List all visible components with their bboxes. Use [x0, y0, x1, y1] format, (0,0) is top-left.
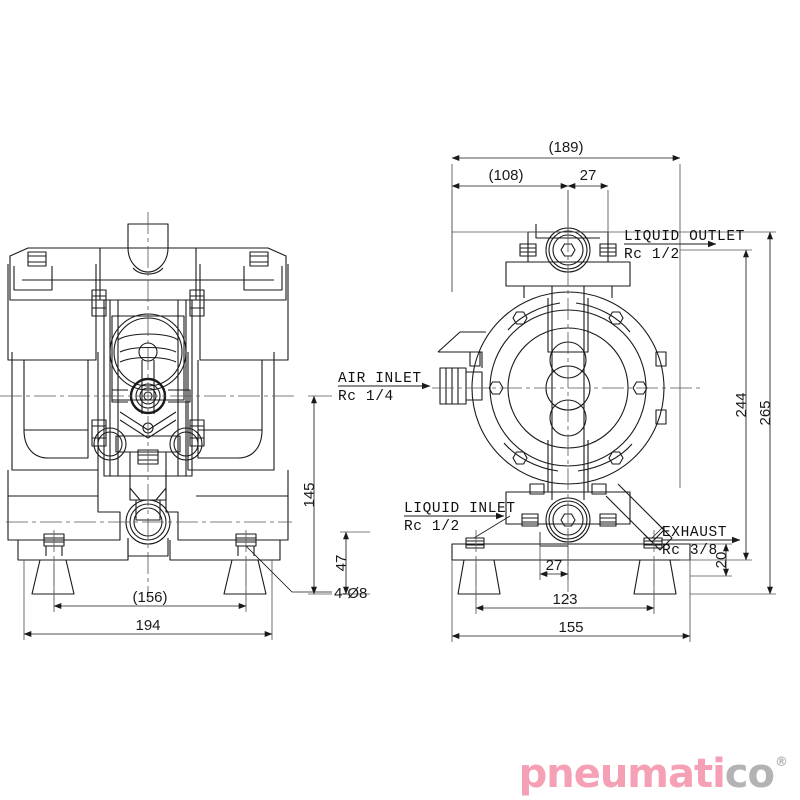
dim-side-foot-height: 20 — [713, 552, 730, 569]
callout-air-inlet-thread: Rc 1/4 — [338, 389, 394, 405]
dimension-text-group: 194 (156) 4-Ø8 145 47 (189) (108) 27 244… — [132, 139, 774, 636]
watermark-primary-text: pneumati — [518, 751, 726, 797]
callout-leaders — [338, 240, 741, 544]
callout-exhaust-thread: Rc 3/8 — [662, 543, 718, 559]
dim-front-foot-height: 47 — [333, 555, 350, 572]
dim-side-overall-height: 265 — [757, 400, 774, 425]
dim-front-hole-span: (156) — [132, 589, 167, 606]
dim-side-overall-depth: (189) — [548, 139, 583, 156]
dim-side-outlet-offset: (108) — [488, 167, 523, 184]
callout-liquid-outlet-thread: Rc 1/2 — [624, 247, 680, 263]
watermark-secondary-text: co — [724, 751, 775, 797]
callout-air-inlet-title: AIR INLET — [338, 371, 422, 387]
dim-hole-callout: 4-Ø8 — [334, 585, 367, 602]
callout-text-group: AIR INLET Rc 1/4 LIQUID OUTLET Rc 1/2 LI… — [338, 229, 745, 559]
dim-side-base-width: 155 — [558, 619, 583, 636]
dim-side-height-top-port: 244 — [733, 392, 750, 417]
pneumatico-watermark: pneumati co ® — [519, 754, 788, 794]
dim-front-overall-width: 194 — [135, 617, 160, 634]
registered-mark-icon: ® — [775, 755, 788, 770]
dimension-lines — [23, 155, 776, 642]
callout-liquid-inlet-thread: Rc 1/2 — [404, 519, 460, 535]
dim-side-top-offset: 27 — [580, 167, 597, 184]
dim-side-base-offset: 27 — [546, 557, 563, 574]
dim-front-height-inlet: 145 — [301, 482, 318, 507]
dim-side-base-hole-span: 123 — [552, 591, 577, 608]
callout-exhaust-title: EXHAUST — [662, 525, 727, 541]
callout-liquid-outlet-title: LIQUID OUTLET — [624, 229, 745, 245]
callout-liquid-inlet-title: LIQUID INLET — [404, 501, 516, 517]
